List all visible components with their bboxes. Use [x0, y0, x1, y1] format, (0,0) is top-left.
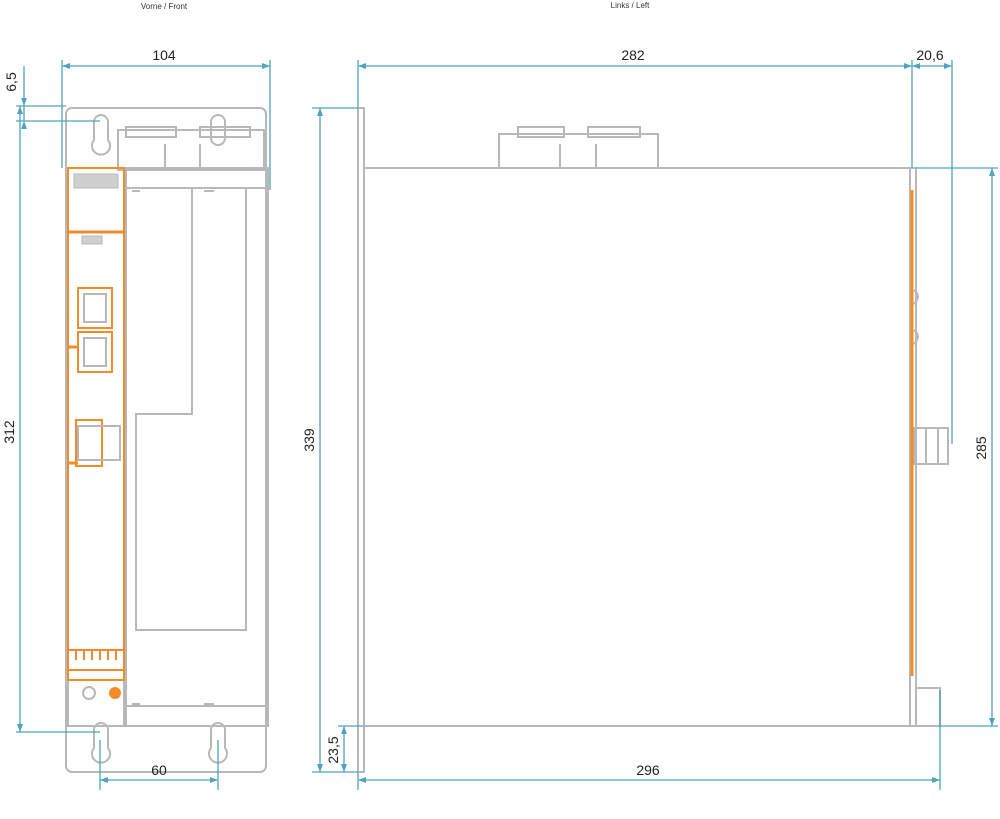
front-top-connector	[117, 129, 265, 171]
left-top-connector	[498, 133, 659, 169]
top-left-keyhole	[91, 114, 111, 156]
left-view-title: Links / Left	[611, 1, 650, 10]
dim-left-height: 339	[301, 428, 317, 452]
front-heatsink-profile	[135, 188, 247, 631]
dim-left-total-depth: 296	[636, 762, 660, 778]
status-led	[82, 686, 96, 700]
terminal-block-3	[75, 419, 103, 467]
dim-left-foot: 23,5	[325, 736, 341, 763]
front-mounting-plate	[65, 107, 267, 773]
terminal-block-2	[77, 331, 113, 373]
dimension-lines	[16, 60, 998, 790]
left-view	[357, 107, 949, 773]
bottom-left-keyhole	[91, 722, 111, 764]
dim-left-depth: 282	[621, 47, 645, 63]
front-view-title: Vorne / Front	[141, 2, 188, 11]
dim-front-width: 104	[152, 47, 176, 63]
left-side-terminal	[913, 427, 949, 465]
front-panel-outline	[67, 167, 125, 681]
front-panel	[67, 167, 125, 699]
dim-front-hole-spacing: 60	[151, 762, 167, 778]
bottom-right-keyhole	[208, 722, 228, 764]
dimension-arrows	[17, 63, 995, 783]
dim-front-top-offset: 6,5	[3, 72, 19, 92]
left-housing	[363, 167, 911, 727]
dim-left-inner-height: 285	[973, 436, 989, 460]
dim-left-connector: 20,6	[916, 47, 943, 63]
front-view	[65, 107, 269, 773]
front-housing	[65, 167, 269, 727]
terminal-block-1	[77, 287, 113, 329]
dim-front-height: 312	[1, 420, 17, 444]
reset-button-icon	[109, 687, 121, 699]
